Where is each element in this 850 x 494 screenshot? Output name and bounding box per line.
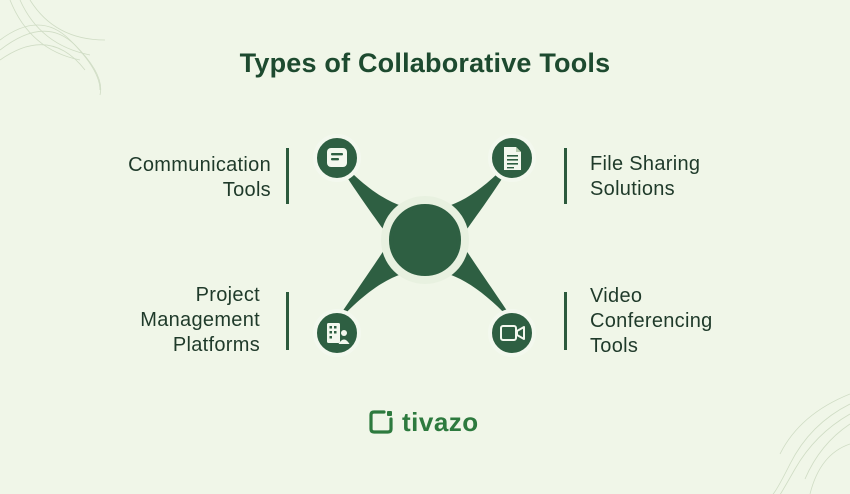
- node-video-conferencing: [488, 309, 536, 357]
- label-file-sharing-solutions: File Sharing Solutions: [590, 153, 701, 200]
- label-video-conferencing-tools: Video Conferencing Tools: [590, 285, 713, 357]
- center-ring-inner: [393, 208, 457, 272]
- decorative-swirl-bottom-right: [770, 393, 850, 494]
- divider-project-management: [286, 292, 289, 350]
- node-project-management: [313, 309, 361, 357]
- page-title: Types of Collaborative Tools: [239, 48, 611, 78]
- team-building-icon: [327, 323, 350, 344]
- brand-logo: tivazo: [368, 406, 479, 438]
- divider-file-sharing: [564, 148, 567, 204]
- node-file-sharing: [488, 134, 536, 182]
- brand-name: tivazo: [402, 406, 479, 437]
- video-camera-icon: [500, 325, 525, 341]
- label-communication-tools: Communication Tools: [128, 154, 271, 201]
- divider-communication: [286, 148, 289, 204]
- node-communication: [313, 134, 361, 182]
- divider-video-conferencing: [564, 292, 567, 350]
- chat-icon: [327, 148, 347, 167]
- document-icon: [504, 147, 521, 170]
- label-project-management-platforms: Project Management Platforms: [140, 284, 260, 356]
- decorative-swirl-top-left: [0, 0, 106, 96]
- brand-mark-icon: [369, 410, 393, 434]
